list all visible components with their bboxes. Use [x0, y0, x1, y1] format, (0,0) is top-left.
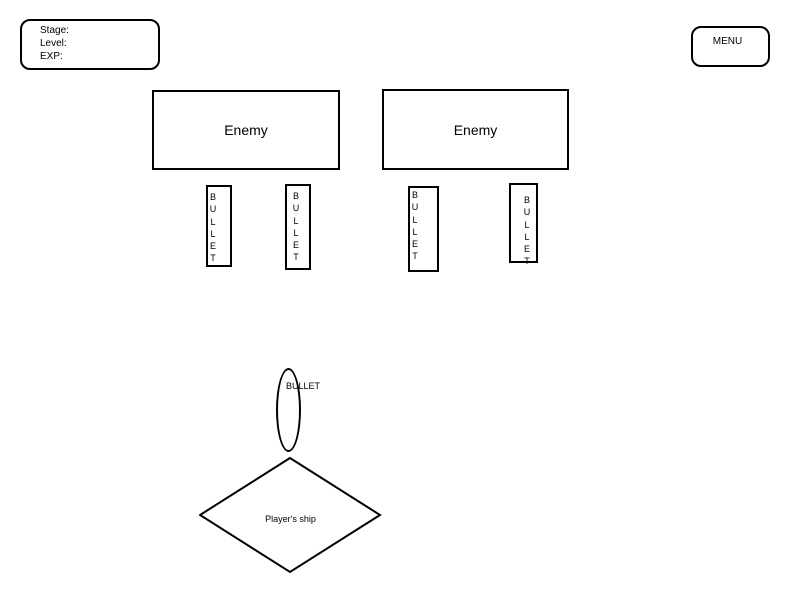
enemy-bullet-3: BULLET [408, 186, 439, 272]
enemy-bullet-1: BULLET [206, 185, 232, 267]
stats-panel: Stage: Level: EXP: [20, 19, 160, 70]
bullet-label: BULLET [411, 190, 419, 262]
enemy-label: Enemy [224, 122, 268, 138]
bullet-label: BULLET [209, 192, 217, 264]
player-ship: Player's ship [199, 457, 382, 574]
bullet-label: BULLET [292, 191, 300, 263]
player-ship-diamond [199, 457, 382, 574]
enemy-label: Enemy [453, 121, 498, 138]
enemy-bullet-4: BULLET [509, 183, 538, 266]
menu-button-label: MENU [712, 36, 743, 47]
enemy-1: Enemy [152, 90, 340, 170]
enemy-2: Enemy [382, 89, 569, 170]
player-bullet-label: BULLET [286, 381, 321, 391]
enemy-bullet-2: BULLET [285, 184, 311, 270]
player-ship-label: Player's ship [265, 514, 316, 524]
menu-button[interactable]: MENU [691, 26, 770, 67]
stage-label: Stage: [40, 25, 69, 36]
player-bullet: BULLET [276, 368, 321, 452]
bullet-label: BULLET [523, 195, 531, 267]
exp-label: EXP: [40, 51, 63, 62]
level-label: Level: [40, 38, 67, 49]
